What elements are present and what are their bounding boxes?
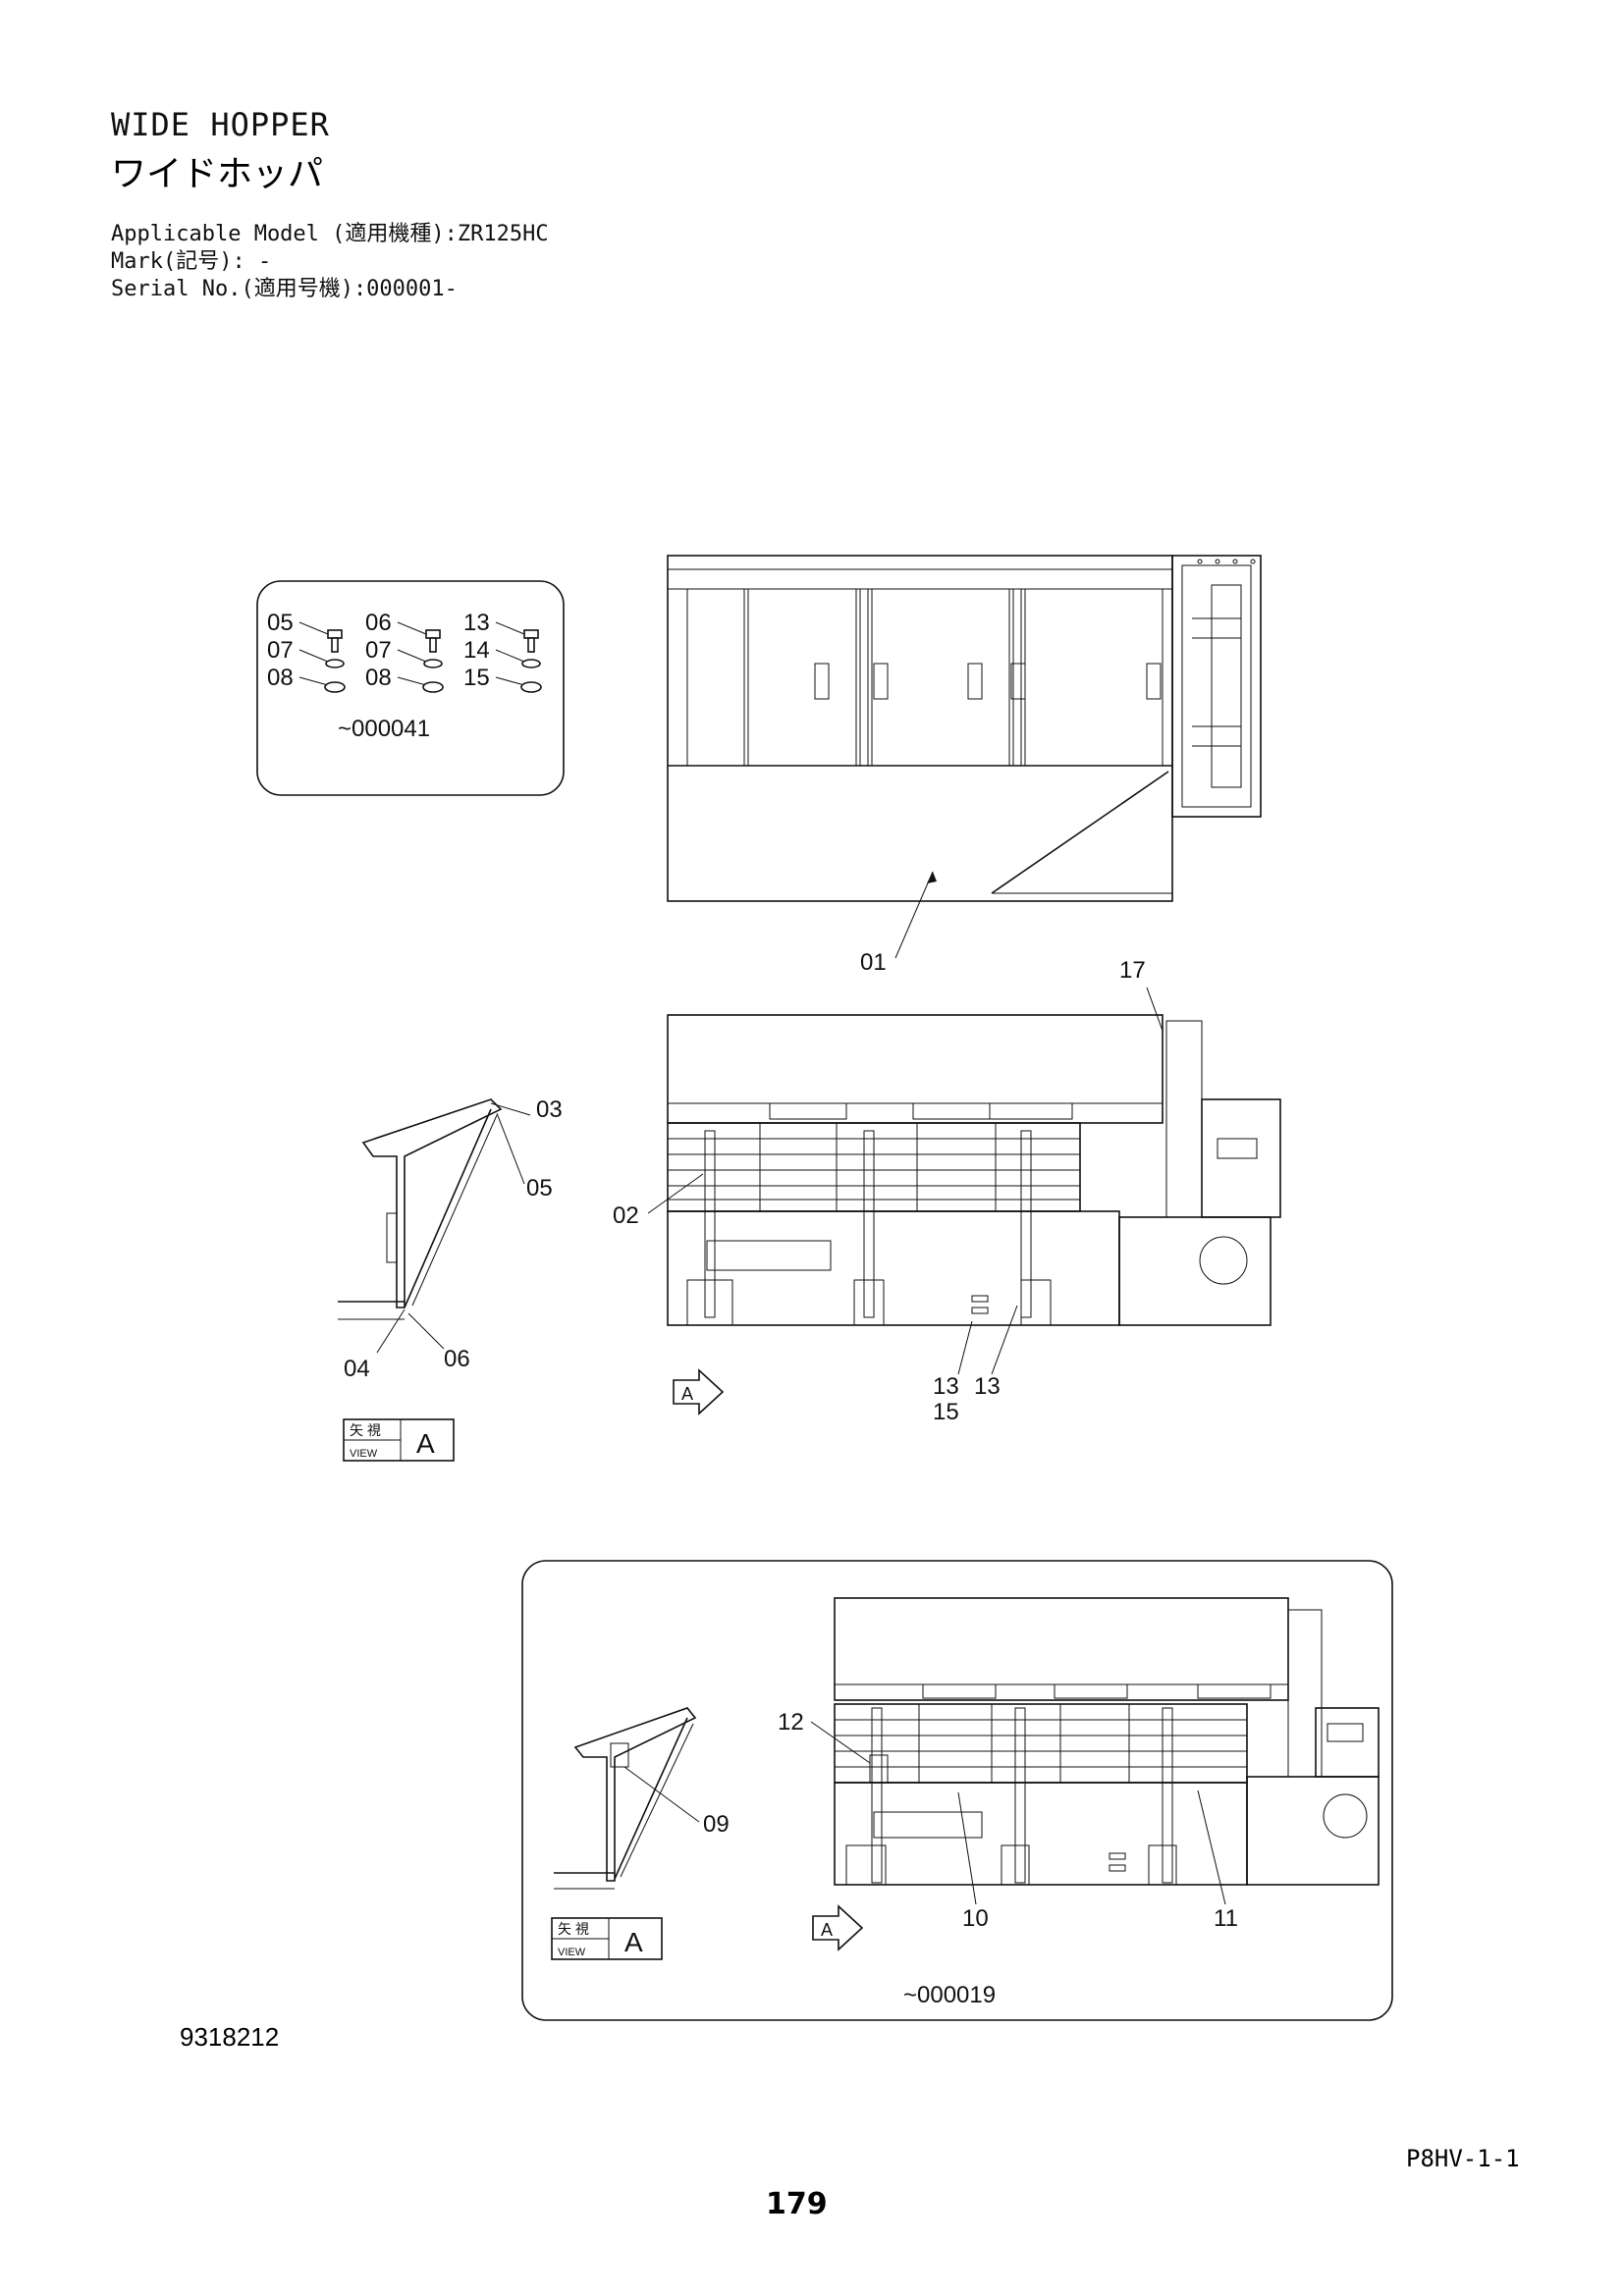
svg-text:A: A (681, 1384, 693, 1404)
callout-13a: 13 (933, 1373, 959, 1400)
washer-icon (520, 681, 542, 693)
callout-13b: 13 (974, 1373, 1001, 1400)
callout-08: 08 (267, 665, 294, 691)
callout-10: 10 (962, 1905, 989, 1932)
serial-range-label: ~000019 (903, 1982, 996, 2008)
hopper-side-view: 03 05 04 06 矢 視 VIEW A (338, 1096, 563, 1462)
bolt-kit-inset: 05 07 08 06 07 08 13 14 15 (256, 580, 565, 796)
callout-17: 17 (1119, 957, 1146, 984)
callout-07: 07 (267, 637, 294, 664)
applicable-model: Applicable Model (適用機種):ZR125HC (111, 222, 549, 246)
callout-08b: 08 (365, 665, 392, 691)
svg-text:A: A (416, 1428, 435, 1459)
callout-05: 05 (267, 610, 294, 636)
callout-15: 15 (463, 665, 490, 691)
callout-06: 06 (444, 1346, 470, 1372)
view-arrow-icon: A (812, 1904, 864, 1951)
page-title-japanese: ワイドホッパ (111, 154, 324, 194)
svg-text:A: A (821, 1920, 833, 1940)
page-number: 179 (766, 2187, 828, 2221)
callout-11: 11 (1214, 1905, 1238, 1932)
page-code: P8HV-1-1 (1406, 2145, 1520, 2172)
callout-02: 02 (613, 1202, 639, 1229)
callout-09: 09 (703, 1811, 730, 1838)
callout-15: 15 (933, 1399, 959, 1425)
view-a-label: 矢 視 VIEW A (551, 1917, 663, 1960)
figure-code: 9318212 (180, 2022, 280, 2052)
spring-washer-icon (325, 659, 345, 668)
callout-03: 03 (536, 1096, 563, 1123)
svg-text:VIEW: VIEW (558, 1947, 586, 1958)
spring-washer-icon (423, 659, 443, 668)
hopper-top-view: 01 (667, 555, 1262, 976)
bolt-icon (327, 629, 343, 653)
view-a-label: 矢 視 VIEW A (343, 1418, 455, 1462)
bolt-icon (523, 629, 539, 653)
callout-12: 12 (778, 1709, 804, 1735)
washer-icon (422, 681, 444, 693)
washer-icon (324, 681, 346, 693)
callout-13: 13 (463, 610, 490, 636)
callout-06: 06 (365, 610, 392, 636)
view-arrow-icon: A (673, 1368, 725, 1415)
spring-washer-icon (521, 659, 541, 668)
callout-14: 14 (463, 637, 490, 664)
bolt-icon (425, 629, 441, 653)
serial-range-label: ~000041 (338, 716, 430, 742)
callout-05: 05 (526, 1175, 553, 1201)
page-title: WIDE HOPPER (111, 106, 330, 143)
svg-text:矢 視: 矢 視 (558, 1921, 589, 1937)
early-serial-inset: 09 (521, 1560, 1393, 2021)
svg-text:VIEW: VIEW (350, 1448, 378, 1460)
callout-07b: 07 (365, 637, 392, 664)
callout-04: 04 (344, 1356, 370, 1382)
callout-01: 01 (860, 949, 887, 976)
serial-number-range: Serial No.(適用号機):000001- (111, 277, 458, 301)
mark-code: Mark(記号): - (111, 249, 272, 274)
hopper-front-view: 17 (613, 957, 1281, 1425)
svg-text:矢 視: 矢 視 (350, 1422, 381, 1438)
svg-text:A: A (624, 1927, 643, 1957)
